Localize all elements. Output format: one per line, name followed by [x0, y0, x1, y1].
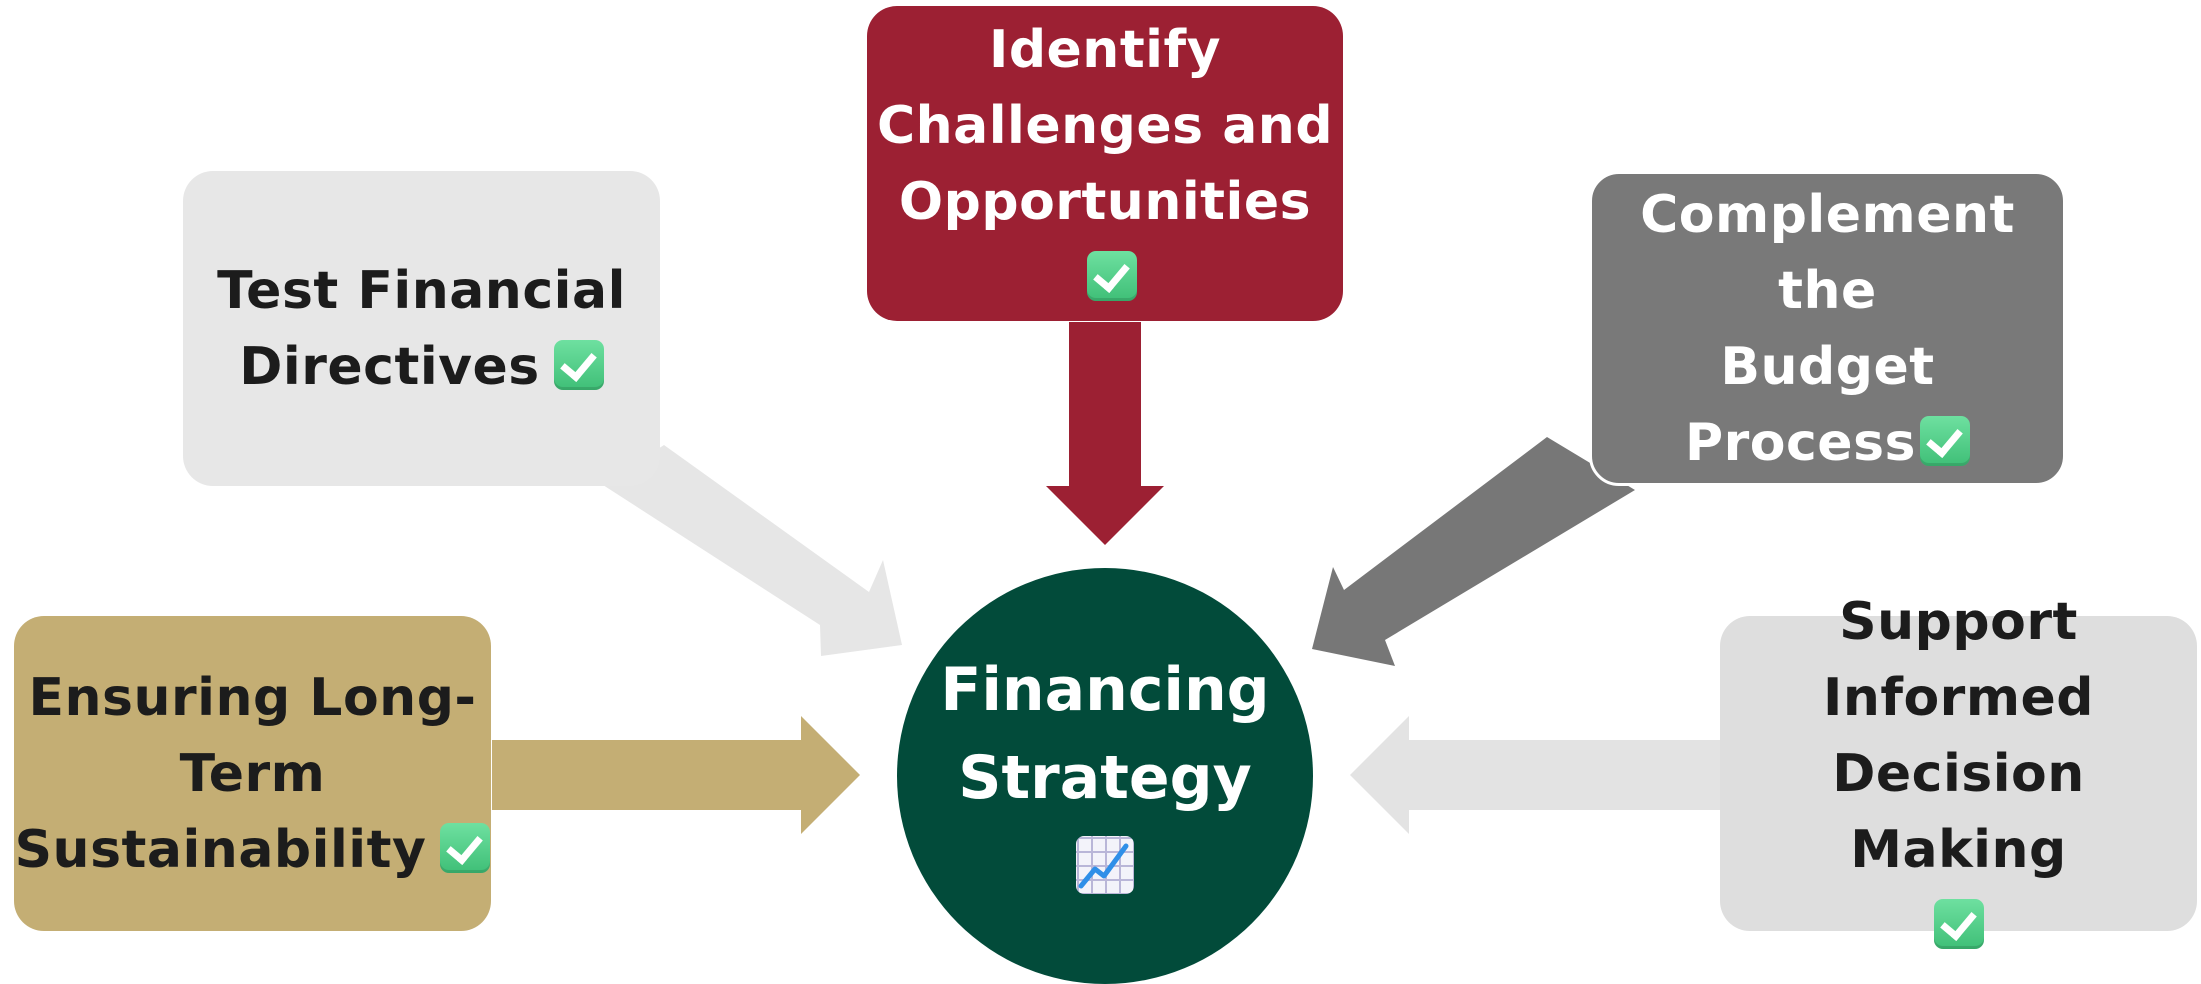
check-mark-icon: [1919, 415, 1970, 466]
support-line-1: Support Informed: [1822, 591, 2095, 728]
identify-line-3: Opportunities: [898, 171, 1312, 232]
arrow-complement: [1312, 437, 1635, 666]
chart-increasing-icon: [1076, 836, 1134, 894]
check-mark-icon: [1933, 898, 1984, 949]
center-title-line-2: Strategy: [958, 743, 1252, 813]
test-line-2: Directives: [239, 336, 540, 397]
financing-strategy-circle: Financing Strategy: [897, 568, 1313, 984]
ensure-line-1: Ensuring Long-: [28, 667, 477, 728]
support-informed-decision-box: Support Informed Decision Making: [1720, 592, 2197, 949]
complement-line-3: Process: [1685, 412, 1916, 473]
identify-challenges-box: Identify Challenges and Opportunities: [867, 6, 1343, 321]
identify-line-1: Identify: [988, 19, 1222, 80]
arrow-ensure: [492, 716, 860, 834]
ensuring-sustainability-box: Ensuring Long- Term Sustainability: [14, 616, 491, 931]
arrow-identify: [1046, 322, 1164, 545]
ensure-line-2: Term: [179, 743, 326, 804]
check-mark-icon: [1087, 250, 1137, 301]
check-mark-icon: [440, 822, 491, 873]
complement-line-2: Budget: [1720, 336, 1935, 397]
test-financial-directives-box: Test Financial Directives: [183, 171, 660, 486]
arrow-support: [1350, 716, 1720, 834]
arrow-test: [603, 445, 902, 656]
identify-line-2: Challenges and: [876, 95, 1334, 156]
test-line-1: Test Financial: [217, 260, 626, 321]
check-mark-icon: [553, 339, 604, 390]
complement-budget-process-box: Complement the Budget Process: [1589, 171, 2066, 486]
complement-line-1: Complement the: [1640, 184, 2015, 321]
support-line-2: Decision Making: [1832, 743, 2085, 880]
center-title-line-1: Financing: [940, 655, 1270, 725]
ensure-line-3: Sustainability: [14, 819, 427, 880]
